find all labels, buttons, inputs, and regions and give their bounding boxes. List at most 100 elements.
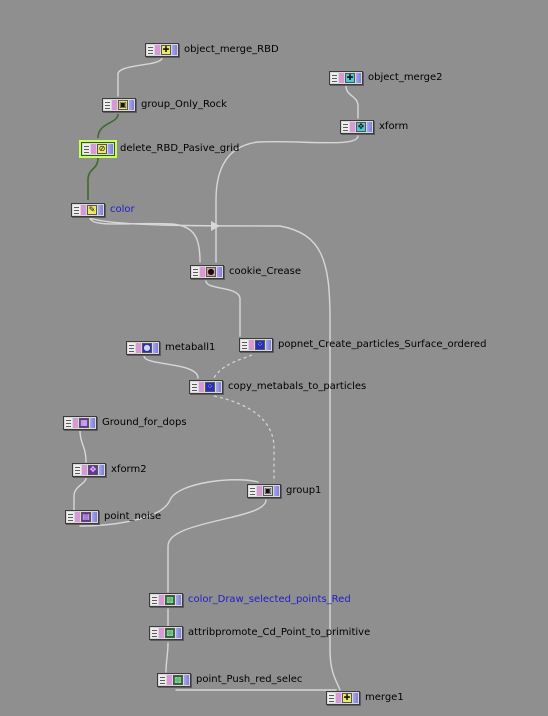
node-attribpromote[interactable]: ▩ attribpromote_Cd_Point_to_primitive (149, 624, 370, 642)
node-xform[interactable]: ✥ xform (340, 118, 408, 136)
display-flag-icon[interactable] (74, 465, 81, 475)
display-flag-icon[interactable] (67, 512, 74, 522)
template-flag-icon[interactable] (155, 45, 160, 55)
display-flag-icon[interactable] (249, 486, 256, 496)
node-color-draw-selected-points-red[interactable]: ▩ color_Draw_selected_points_Red (149, 591, 351, 609)
template-flag-icon[interactable] (91, 144, 96, 154)
merge-icon: ✚ (342, 693, 352, 703)
bypass-flag-icon[interactable] (216, 382, 221, 392)
display-flag-icon[interactable] (191, 382, 198, 392)
node-tile[interactable]: ✚ (145, 43, 179, 57)
bypass-flag-icon[interactable] (129, 100, 134, 110)
bypass-flag-icon[interactable] (217, 267, 222, 277)
display-flag-icon[interactable] (331, 73, 338, 83)
bypass-flag-icon[interactable] (353, 693, 358, 703)
node-xform2[interactable]: ✥ xform2 (72, 461, 147, 479)
wire-cookie-to-popnet (205, 280, 241, 337)
node-tile[interactable]: ✚ (326, 691, 360, 705)
node-object-merge2[interactable]: ✚ object_merge2 (329, 69, 443, 87)
node-tile[interactable]: ✚ (329, 71, 363, 85)
node-tile[interactable]: ⁘ (239, 338, 273, 352)
template-flag-icon[interactable] (159, 595, 164, 605)
bypass-flag-icon[interactable] (172, 45, 177, 55)
node-tile[interactable]: ▣ (247, 484, 281, 498)
node-merge1[interactable]: ✚ merge1 (326, 689, 404, 707)
display-flag-icon[interactable] (147, 45, 154, 55)
bypass-flag-icon[interactable] (90, 418, 95, 428)
template-flag-icon[interactable] (199, 382, 204, 392)
node-tile[interactable]: ✎ (71, 203, 105, 217)
node-color[interactable]: ✎ color (71, 201, 135, 219)
node-tile[interactable]: ● (190, 265, 224, 279)
node-object-merge-rbd[interactable]: ✚ object_merge_RBD (145, 41, 279, 59)
node-tile[interactable]: ✥ (72, 463, 106, 477)
wire-copy-to-group1-dashed (213, 395, 275, 482)
node-tile-selected[interactable]: ⊘ (79, 140, 117, 158)
bypass-flag-icon[interactable] (153, 343, 158, 353)
template-flag-icon[interactable] (81, 205, 86, 215)
template-flag-icon[interactable] (249, 340, 254, 350)
bypass-flag-icon[interactable] (356, 73, 361, 83)
node-delete-rbd-pasive-grid[interactable]: ⊘ delete_RBD_Pasive_grid (79, 140, 239, 158)
node-tile[interactable]: ▦ (63, 416, 97, 430)
display-flag-icon[interactable] (73, 205, 80, 215)
bypass-flag-icon[interactable] (108, 144, 113, 154)
node-tile[interactable]: ▩ (149, 626, 183, 640)
template-flag-icon[interactable] (159, 628, 164, 638)
template-flag-icon[interactable] (336, 693, 341, 703)
metaball-icon: ● (142, 343, 152, 353)
node-tile[interactable]: ▤ (65, 510, 99, 524)
bypass-flag-icon[interactable] (184, 675, 189, 685)
node-tile[interactable]: ▩ (149, 593, 183, 607)
bypass-flag-icon[interactable] (367, 122, 372, 132)
display-flag-icon[interactable] (151, 628, 158, 638)
node-ground-for-dops[interactable]: ▦ Ground_for_dops (63, 414, 187, 432)
template-flag-icon[interactable] (136, 343, 141, 353)
template-flag-icon[interactable] (73, 418, 78, 428)
node-tile[interactable]: ▩ (157, 673, 191, 687)
display-flag-icon[interactable] (342, 122, 349, 132)
node-tile[interactable]: ▣ (102, 98, 136, 112)
bypass-flag-icon[interactable] (92, 512, 97, 522)
template-flag-icon[interactable] (257, 486, 262, 496)
delete-icon: ⊘ (97, 144, 107, 154)
display-flag-icon[interactable] (65, 418, 72, 428)
display-flag-icon[interactable] (151, 595, 158, 605)
bypass-flag-icon[interactable] (98, 205, 103, 215)
display-flag-icon[interactable] (328, 693, 335, 703)
template-flag-icon[interactable] (350, 122, 355, 132)
bypass-flag-icon[interactable] (266, 340, 271, 350)
node-label: popnet_Create_particles_Surface_ordered (278, 339, 487, 350)
node-copy-metabals-to-particles[interactable]: ⁘ copy_metabals_to_particles (189, 378, 366, 396)
node-point-noise[interactable]: ▤ point_noise (65, 508, 161, 526)
display-flag-icon[interactable] (83, 144, 90, 154)
template-flag-icon[interactable] (112, 100, 117, 110)
node-metaball1[interactable]: ● metaball1 (126, 339, 215, 357)
display-flag-icon[interactable] (192, 267, 199, 277)
node-group1[interactable]: ▣ group1 (247, 482, 321, 500)
node-tile[interactable]: ✥ (340, 120, 374, 134)
bypass-flag-icon[interactable] (176, 595, 181, 605)
template-flag-icon[interactable] (200, 267, 205, 277)
bypass-flag-icon[interactable] (176, 628, 181, 638)
display-flag-icon[interactable] (159, 675, 166, 685)
node-group-only-rock[interactable]: ▣ group_Only_Rock (102, 96, 227, 114)
bypass-flag-icon[interactable] (99, 465, 104, 475)
display-flag-icon[interactable] (104, 100, 111, 110)
node-popnet[interactable]: ⁘ popnet_Create_particles_Surface_ordere… (239, 336, 486, 354)
template-flag-icon[interactable] (82, 465, 87, 475)
node-tile[interactable]: ⁘ (189, 380, 223, 394)
template-flag-icon[interactable] (75, 512, 80, 522)
bypass-flag-icon[interactable] (274, 486, 279, 496)
display-flag-icon[interactable] (241, 340, 248, 350)
node-cookie-crease[interactable]: ● cookie_Crease (190, 263, 301, 281)
wire-object-merge2-to-xform (345, 85, 359, 119)
node-label: group1 (286, 485, 322, 496)
template-flag-icon[interactable] (339, 73, 344, 83)
wire-object-merge-rbd-to-group (117, 57, 163, 97)
node-tile[interactable]: ● (126, 341, 160, 355)
display-flag-icon[interactable] (128, 343, 135, 353)
template-flag-icon[interactable] (167, 675, 172, 685)
node-point-push-red-selec[interactable]: ▩ point_Push_red_selec (157, 671, 302, 689)
